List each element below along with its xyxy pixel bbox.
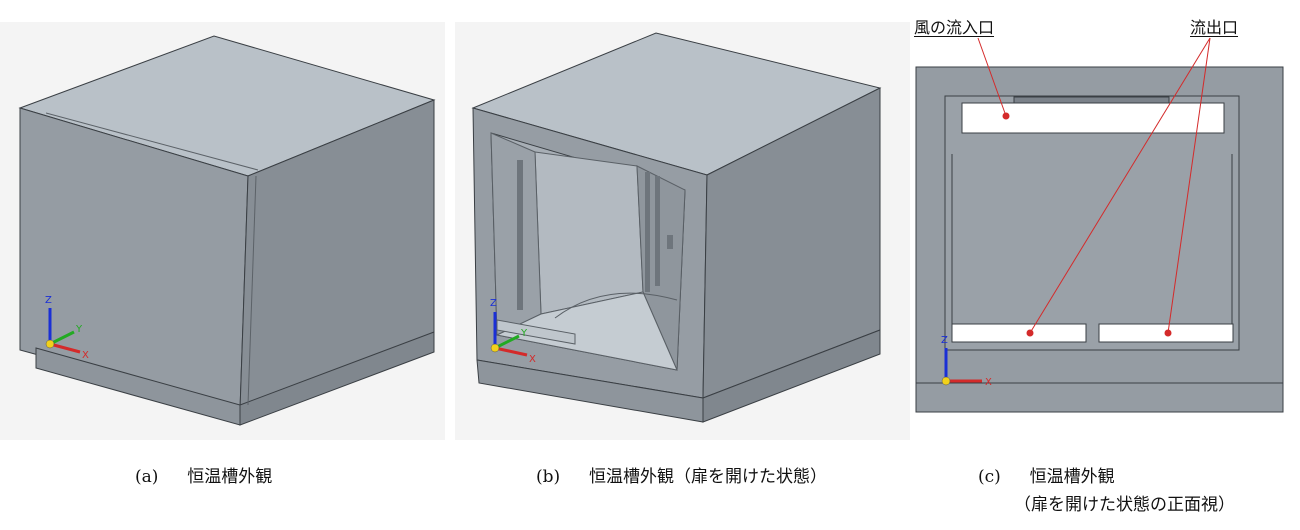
interior-back-wall [534, 151, 644, 315]
axis-triad: Z X [941, 335, 992, 388]
x-axis [494, 346, 528, 357]
x-label: X [529, 354, 536, 365]
front-sill [496, 319, 576, 345]
caption-c-line2: （扉を開けた状態の正面視） [1014, 490, 1235, 515]
caption-b-label: (b) [536, 467, 561, 487]
caption-a-text: 恒温槽外観 [187, 467, 273, 487]
caption-c-text-line2: （扉を開けた状態の正面視） [1014, 495, 1235, 515]
z-label: Z [490, 298, 497, 309]
origin-point [490, 343, 500, 353]
caption-c-label: (c) [978, 467, 1001, 487]
axis-triad: Z X Y [490, 298, 536, 365]
x-label: X [82, 350, 89, 361]
caption-b: (b) 恒温槽外観（扉を開けた状態） [536, 462, 827, 487]
outlet-leader-left [1029, 37, 1211, 334]
door-seam [247, 175, 257, 406]
chamber-opening [944, 95, 1240, 351]
air-inlet [961, 102, 1225, 134]
outlet-callout: 流出口 [1190, 18, 1239, 37]
z-label: Z [45, 295, 52, 306]
floor-arc [554, 292, 678, 319]
outlet-leader-right [1167, 37, 1211, 334]
chamber-closed-render: Z X Y [0, 22, 445, 440]
y-label: Y [520, 328, 528, 339]
right-slot-2 [655, 176, 660, 286]
inlet-callout: 風の流入口 [914, 18, 995, 37]
panel-b: Z X Y [455, 0, 910, 440]
caption-c-text: 恒温槽外観 [1029, 467, 1115, 487]
caption-b-text: 恒温槽外観（扉を開けた状態） [588, 467, 827, 487]
caption-c: (c) 恒温槽外観 [978, 462, 1115, 487]
origin-point [941, 376, 951, 386]
inlet-leader [977, 37, 1007, 117]
caption-a-label: (a) [135, 467, 159, 487]
right-slot-1 [645, 172, 650, 292]
top-seam [45, 112, 259, 171]
outlet-marker-right [1164, 329, 1172, 337]
outlet-marker-left [1026, 329, 1034, 337]
right-tab [667, 235, 673, 249]
interior-left-wall [490, 132, 542, 336]
inlet-marker [1002, 112, 1010, 120]
y-axis [49, 330, 75, 346]
chamber-front-view: Z X [912, 0, 1300, 440]
axis-triad: Z X Y [45, 295, 89, 361]
top-duct [1013, 96, 1170, 104]
y-label: Y [75, 324, 83, 335]
panel-c: Z X 風の流入口 流出口 [912, 0, 1300, 440]
x-label: X [985, 377, 992, 388]
y-axis [494, 334, 520, 350]
z-label: Z [941, 335, 948, 346]
chamber-open-render: Z X Y [455, 22, 910, 440]
x-axis [49, 342, 81, 354]
origin-point [45, 339, 55, 349]
base-side [702, 329, 881, 423]
base-side [239, 331, 435, 426]
left-slot [517, 160, 523, 310]
panel-a: Z X Y [0, 0, 445, 440]
outlet-left [951, 323, 1087, 343]
caption-a: (a) 恒温槽外観 [135, 462, 272, 487]
